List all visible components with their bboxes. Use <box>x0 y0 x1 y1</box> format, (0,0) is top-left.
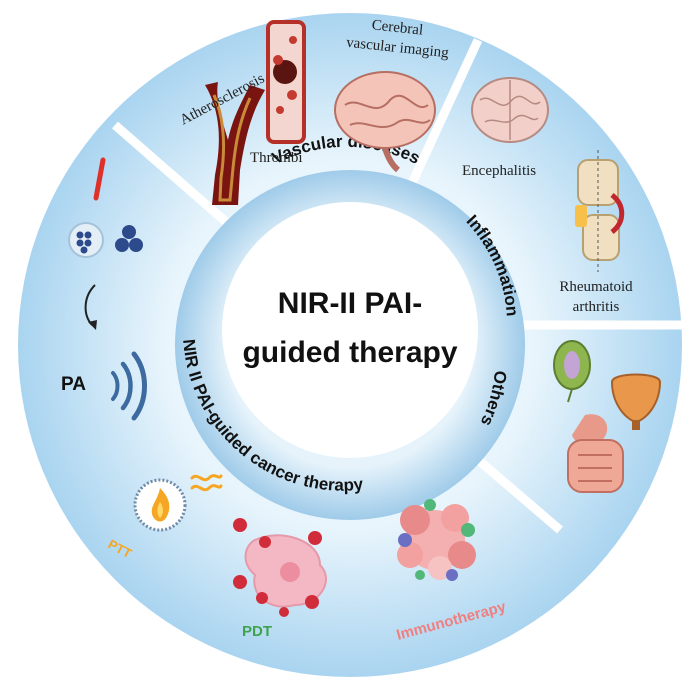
heat-wave-icon <box>190 474 223 492</box>
flame-particle-icon <box>133 478 187 532</box>
brain-icon <box>334 71 436 173</box>
label-rheumatoid-line1: Rheumatoid <box>559 279 633 295</box>
thrombus-vessel-icon <box>266 20 306 144</box>
kidney-icon <box>553 340 591 403</box>
laser-icon <box>93 157 106 201</box>
center-disk <box>222 202 478 458</box>
label-cerebral-line1: Cerebral <box>371 17 424 38</box>
brain-section-icon <box>471 77 549 143</box>
label-rheumatoid-line2: arthritis <box>573 299 620 315</box>
label-thrombi: Thrombi <box>250 150 303 166</box>
label-encephalitis: Encephalitis <box>462 163 536 179</box>
immune-cell-cluster-icon <box>397 499 476 581</box>
knee-joint-icon <box>575 150 625 272</box>
center-title-line1: NIR-II PAI- <box>278 287 422 320</box>
intestine-icon <box>567 414 624 493</box>
nanoparticle-icon <box>68 222 143 258</box>
blood-vessel-icon <box>205 82 265 205</box>
bladder-icon <box>610 373 662 430</box>
label-pdt: PDT <box>242 623 272 640</box>
tumor-cell-icon <box>233 518 327 617</box>
label-pa: PA <box>61 374 86 395</box>
sound-wave-icon <box>111 351 147 421</box>
center-title-line2: guided therapy <box>242 336 457 369</box>
